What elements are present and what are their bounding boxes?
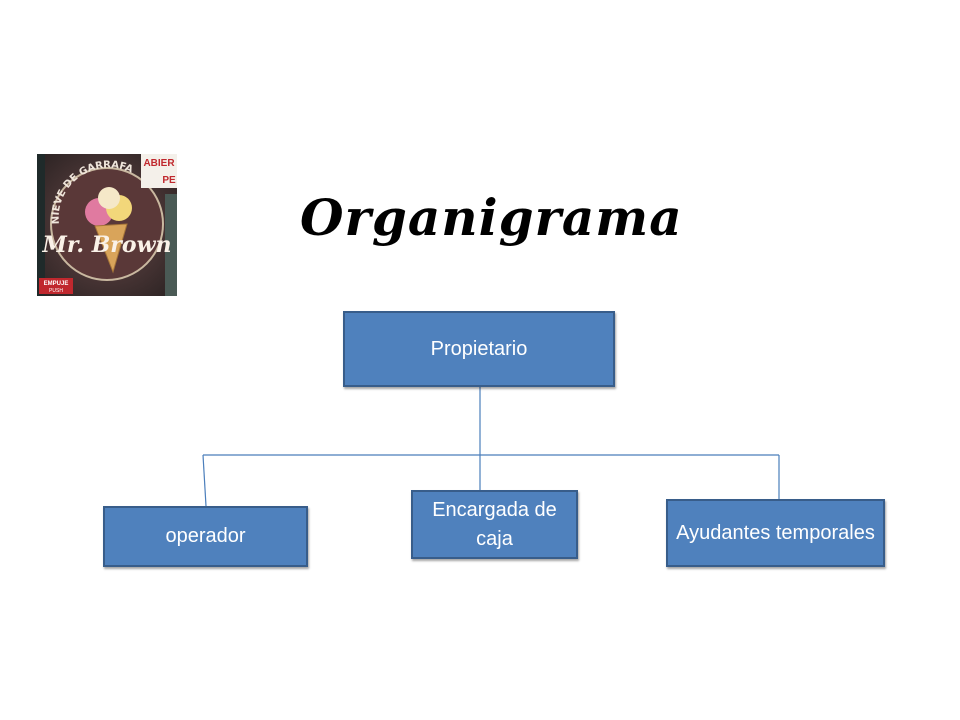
logo-brand-text: Mr. Brown — [41, 232, 171, 258]
logo-door-sign-bottom: PE — [162, 175, 176, 186]
org-node-owner-label: Propietario — [430, 337, 528, 360]
connector-to-operator — [202, 454, 207, 507]
logo-door-sign-top: ABIER — [143, 158, 175, 169]
org-node-operator: operador — [103, 506, 308, 567]
logo-push-label-1: EMPUJE — [44, 281, 69, 287]
org-node-helpers-label: Ayudantes temporales — [676, 521, 875, 544]
org-node-owner: Propietario — [343, 311, 615, 387]
logo-push-label-2: PUSH — [49, 288, 63, 294]
logo-image: NIEVE DE GARRAFA Mr. Brown ABIER PE EMPU… — [37, 154, 177, 296]
org-node-cashier-label: Encargada de caja — [432, 498, 557, 550]
page-title: Organigrama — [300, 188, 683, 247]
store-logo-photo: NIEVE DE GARRAFA Mr. Brown ABIER PE EMPU… — [37, 154, 177, 296]
org-node-operator-label: operador — [165, 525, 246, 547]
org-node-helpers: Ayudantes temporales — [666, 499, 885, 567]
org-node-cashier: Encargada de caja — [411, 490, 578, 559]
